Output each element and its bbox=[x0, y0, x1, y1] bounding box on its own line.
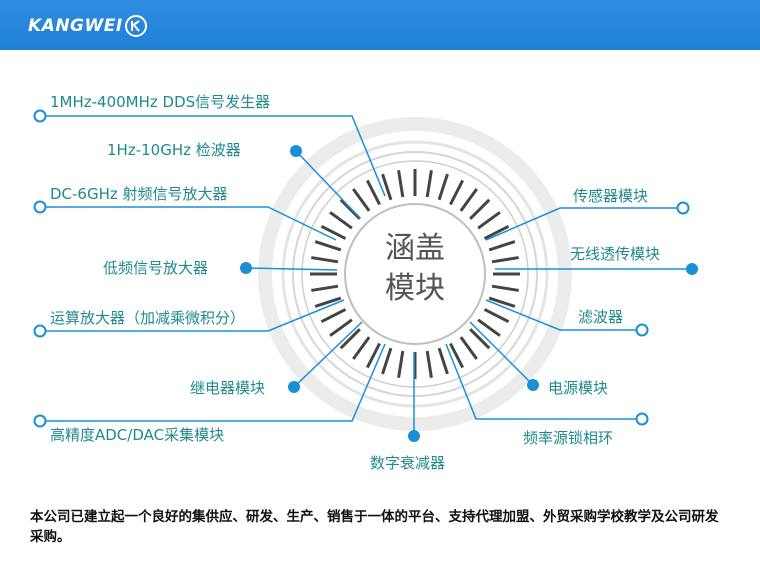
tick-mark bbox=[449, 179, 465, 206]
logo-mark bbox=[124, 15, 147, 37]
label-relay-module: 继电器模块 bbox=[190, 379, 265, 397]
tick-mark bbox=[483, 224, 510, 240]
tick-mark bbox=[397, 170, 405, 198]
dot-lowfreq-amp bbox=[240, 262, 252, 274]
tick-mark bbox=[425, 350, 433, 378]
dot-dds bbox=[33, 109, 47, 123]
tick-mark bbox=[437, 173, 449, 201]
label-power-module: 电源模块 bbox=[548, 379, 608, 397]
tick-mark bbox=[483, 308, 510, 324]
center-title-line1: 涵盖 bbox=[385, 231, 445, 266]
connector-lines bbox=[33, 109, 698, 442]
tick-mark bbox=[339, 328, 361, 350]
tick-mark bbox=[488, 240, 516, 252]
label-op-amp: 运算放大器（加减乘微积分） bbox=[50, 309, 245, 327]
tick-mark bbox=[339, 198, 361, 220]
dot-relay bbox=[288, 381, 300, 393]
connector-op-amp bbox=[40, 299, 345, 332]
dot-detector bbox=[290, 145, 302, 157]
tick-mark bbox=[488, 296, 516, 308]
tick-mark bbox=[469, 328, 491, 350]
tick-mark bbox=[320, 224, 347, 240]
header-bar: KANGWEI bbox=[0, 0, 760, 50]
tick-mark bbox=[381, 173, 393, 201]
tick-mark bbox=[491, 256, 519, 264]
connector-lowfreq-amp bbox=[245, 267, 338, 271]
tick-mark bbox=[449, 342, 465, 369]
label-sensor-module: 传感器模块 bbox=[573, 187, 648, 205]
dot-power bbox=[527, 379, 539, 391]
tick-mark bbox=[311, 284, 339, 292]
tick-mark bbox=[381, 347, 393, 375]
label-adc-dac: 高精度ADC/DAC采集模块 bbox=[50, 426, 224, 444]
tick-mark bbox=[329, 211, 353, 230]
dot-adc-dac bbox=[33, 414, 47, 428]
brand-logo: KANGWEI bbox=[28, 14, 147, 38]
logo-text: KANGWEI bbox=[28, 16, 123, 36]
outer-ring-1 bbox=[281, 140, 549, 408]
logo-k-icon bbox=[130, 20, 140, 32]
tick-mark bbox=[365, 179, 381, 206]
label-filter: 滤波器 bbox=[578, 308, 623, 326]
inner-ring bbox=[344, 203, 486, 345]
label-detector: 1Hz-10GHz 检波器 bbox=[107, 141, 241, 159]
dot-wireless bbox=[686, 263, 698, 275]
outer-ring-2 bbox=[292, 151, 538, 397]
dot-op-amp bbox=[33, 324, 47, 338]
label-digital-attenuator: 数字衰减器 bbox=[370, 454, 445, 472]
connector-filter bbox=[485, 299, 642, 331]
label-wireless-module: 无线透传模块 bbox=[570, 245, 660, 263]
outer-ring-0 bbox=[258, 117, 572, 431]
connector-rf-amp bbox=[40, 206, 337, 241]
dot-rf-amp bbox=[33, 200, 47, 214]
connector-power bbox=[469, 321, 534, 386]
tick-mark bbox=[320, 308, 347, 324]
tick-mark bbox=[491, 284, 519, 292]
tick-mark bbox=[425, 170, 433, 198]
tick-mark bbox=[477, 318, 501, 337]
tick-mark bbox=[314, 240, 342, 252]
outer-ring-3 bbox=[301, 160, 529, 388]
center-title-line2: 模块 bbox=[385, 271, 445, 306]
connector-adc-dac bbox=[40, 343, 386, 422]
tick-mark bbox=[329, 318, 353, 337]
label-pll-source: 频率源锁相环 bbox=[523, 429, 613, 447]
tick-mark bbox=[365, 342, 381, 369]
footer-description: 本公司已建立起一个良好的集供应、研发、生产、销售于一体的平台、支持代理加盟、外贸… bbox=[30, 509, 719, 545]
label-lowfreq-amplifier: 低频信号放大器 bbox=[103, 259, 208, 277]
dot-attenuator bbox=[408, 430, 420, 442]
tick-mark bbox=[352, 188, 371, 212]
tick-mark bbox=[477, 211, 501, 230]
connector-dds bbox=[40, 115, 386, 197]
tick-mark bbox=[314, 296, 342, 308]
connector-relay bbox=[293, 321, 363, 388]
label-dds-generator: 1MHz-400MHz DDS信号发生器 bbox=[50, 93, 270, 111]
tick-mark bbox=[397, 350, 405, 378]
module-diagram: 涵盖 模块 1MHz-400MHz DDS信号发生器 1Hz-10GHz 检波器… bbox=[33, 93, 698, 472]
tick-mark bbox=[311, 256, 339, 264]
dot-sensor bbox=[676, 201, 690, 215]
connector-pll bbox=[445, 343, 642, 420]
connector-sensor bbox=[485, 207, 683, 241]
label-rf-amplifier: DC-6GHz 射频信号放大器 bbox=[50, 185, 228, 203]
dot-pll bbox=[635, 412, 649, 426]
tick-mark bbox=[469, 198, 491, 220]
tick-mark bbox=[437, 347, 449, 375]
tick-mark bbox=[459, 188, 478, 212]
tick-mark bbox=[459, 336, 478, 360]
concentric-rings bbox=[258, 117, 572, 431]
radial-ticks bbox=[310, 169, 520, 379]
dot-filter bbox=[635, 323, 649, 337]
tick-mark bbox=[352, 336, 371, 360]
connector-detector bbox=[295, 150, 361, 219]
